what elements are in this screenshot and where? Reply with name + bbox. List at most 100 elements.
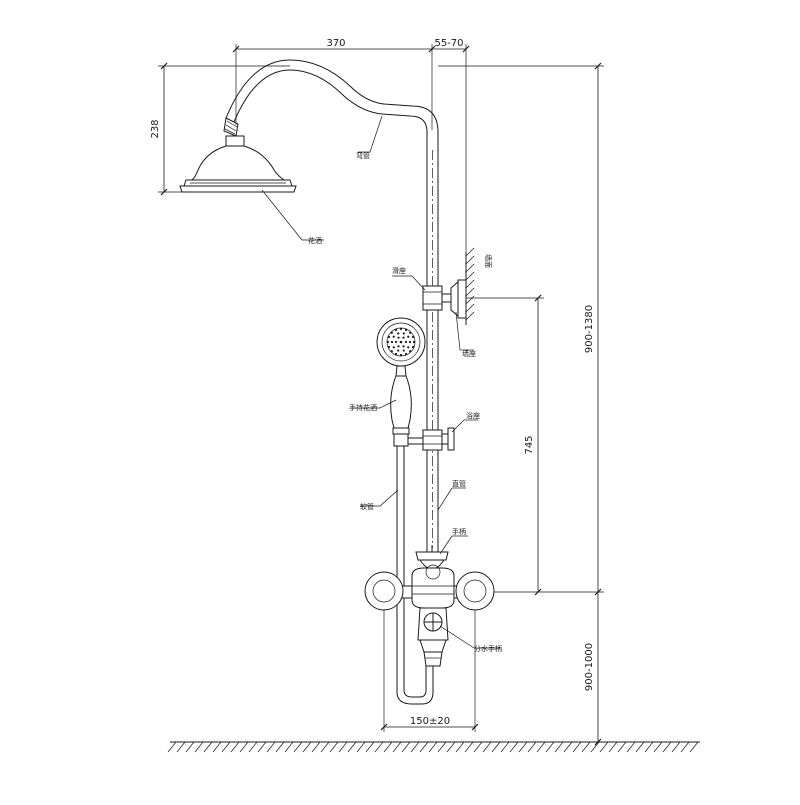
nozzle-dot <box>409 350 412 353</box>
nozzle-dot <box>399 327 403 331</box>
floor-hatch-line <box>401 741 411 753</box>
dimension-tick <box>462 45 470 53</box>
floor-hatch-line <box>518 741 528 753</box>
wall <box>465 247 475 325</box>
floor-hatch-line <box>662 741 672 753</box>
floor-hatch-line <box>455 741 465 753</box>
floor-hatch-line <box>599 741 609 753</box>
floor-hatch-line <box>320 741 330 753</box>
floor-hatch-line <box>392 741 402 753</box>
nozzle-dot <box>394 328 398 332</box>
wall-hatch-line <box>465 287 475 297</box>
label-slide-seat: 滑座 <box>392 266 406 275</box>
nozzle-dot <box>404 340 408 344</box>
dim-valve-height: 900-1000 <box>584 643 595 691</box>
floor-hatch-line <box>635 741 645 753</box>
dimension-tick <box>160 188 168 196</box>
floor-hatch-line <box>419 741 429 753</box>
floor-hatch-line <box>212 741 222 753</box>
nozzle-dot <box>392 335 395 338</box>
label-wall: 墙面 <box>484 254 493 268</box>
floor-hatch-line <box>230 741 240 753</box>
label-diverter-handle: 分水手柄 <box>474 644 502 653</box>
dimension-tick <box>471 723 479 731</box>
nozzle-dot <box>402 336 405 339</box>
floor-hatch-line <box>617 741 627 753</box>
floor-hatch-line <box>482 741 492 753</box>
nozzle-dot <box>407 335 410 338</box>
floor-hatch-line <box>491 741 501 753</box>
nozzle-dot <box>402 349 405 352</box>
dim-head-offset: 370 <box>326 38 345 49</box>
floor-hatch-line <box>347 741 357 753</box>
floor-hatch-line <box>338 741 348 753</box>
floor-hatch-line <box>653 741 663 753</box>
floor-hatch-line <box>293 741 303 753</box>
floor-hatch-line <box>572 741 582 753</box>
nozzle-dot <box>411 335 415 339</box>
dimension-tick <box>534 588 542 596</box>
nozzle-dot <box>397 345 400 348</box>
floor-hatch-line <box>581 741 591 753</box>
dim-total-height: 900-1380 <box>584 305 595 353</box>
floor-hatch-line <box>671 741 681 753</box>
bend-pipe <box>225 59 439 133</box>
floor-hatch-line <box>446 741 456 753</box>
dimension-tick <box>428 45 436 53</box>
nozzle-dot <box>399 340 403 344</box>
nozzle-dot <box>402 332 405 335</box>
floor-hatch-line <box>437 741 447 753</box>
wall-hatch-line <box>465 303 475 313</box>
floor-hatch-line <box>194 741 204 753</box>
wall-hatch-line <box>465 271 475 281</box>
nozzle-dot <box>411 345 415 349</box>
dimension-tick <box>534 294 542 302</box>
nozzle-dot <box>390 331 393 334</box>
nozzle-dot <box>404 328 408 332</box>
wall-hatch-line <box>465 295 475 305</box>
nozzle-dot <box>397 332 400 335</box>
floor-hatch-line <box>536 741 546 753</box>
dim-wall-gap: 55-70 <box>434 38 463 49</box>
nozzle-dot <box>399 353 403 357</box>
dimension-lines <box>158 44 604 746</box>
nozzle-dot <box>408 340 412 344</box>
label-riser-pipe: 直管 <box>452 479 466 488</box>
label-hose: 软管 <box>360 502 374 511</box>
nozzle-dot <box>397 336 400 339</box>
floor-hatch-line <box>185 741 195 753</box>
nozzle-dot <box>390 340 394 344</box>
label-wall-seat: 墙座 <box>462 349 476 358</box>
floor-hatch-line <box>527 741 537 753</box>
floor-hatch-line <box>356 741 366 753</box>
floor-hatch-line <box>428 741 438 753</box>
floor-hatch-line <box>239 741 249 753</box>
floor-hatch-line <box>590 741 600 753</box>
wall-bracket <box>422 279 467 319</box>
floor-hatch-line <box>374 741 384 753</box>
floor-hatch-line <box>365 741 375 753</box>
nozzle-dot <box>409 331 412 334</box>
dimension-tick <box>594 738 602 746</box>
floor-hatch-line <box>176 741 186 753</box>
floor-hatch-line <box>257 741 267 753</box>
floor-hatch-line <box>680 741 690 753</box>
floor-hatch-line <box>167 741 177 753</box>
floor-hatch-line <box>284 741 294 753</box>
floor-hatch-line <box>545 741 555 753</box>
floor-hatch-line <box>626 741 636 753</box>
floor-hatch-line <box>509 741 519 753</box>
floor-hatch-line <box>266 741 276 753</box>
wall-hatch-line <box>465 311 475 321</box>
nozzle-dot <box>386 340 390 344</box>
floor-hatch-line <box>464 741 474 753</box>
nozzle-dot <box>407 346 410 349</box>
floor-hatch-line <box>248 741 258 753</box>
nozzle-dot <box>402 345 405 348</box>
nozzle-dot <box>390 350 393 353</box>
label-bend-pipe: 弯管 <box>356 151 370 160</box>
hose <box>396 446 434 705</box>
wall-hatch-line <box>465 255 475 265</box>
